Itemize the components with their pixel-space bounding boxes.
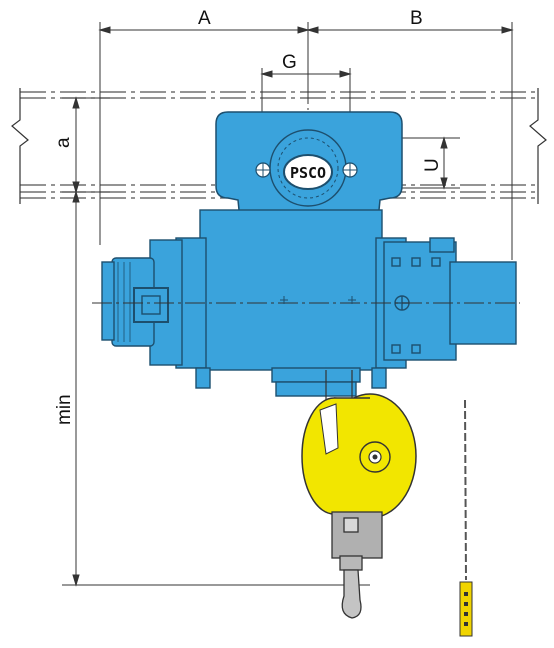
- dimension-label-min: min: [54, 394, 75, 425]
- dimension-label-a: a: [53, 137, 74, 148]
- dimension-lines-left: [62, 96, 370, 587]
- hook-block: [301, 393, 417, 519]
- dimension-label-A: A: [198, 8, 211, 29]
- dimension-label-U: U: [422, 158, 443, 172]
- hook: [331, 511, 383, 619]
- pendant-control: [459, 399, 473, 637]
- psco-logo: PSCO: [283, 154, 333, 190]
- dimension-label-B: B: [410, 8, 423, 29]
- body-cross-marks: [280, 296, 356, 304]
- logo-text: PSCO: [290, 164, 326, 182]
- dimension-label-G: G: [282, 52, 297, 73]
